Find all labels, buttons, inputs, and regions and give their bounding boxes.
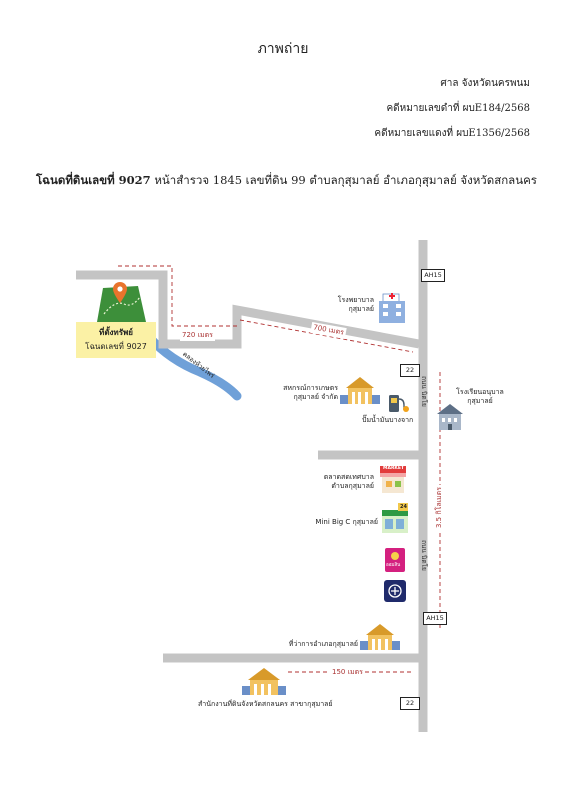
court-name: ศาล จังหวัดนครพนม xyxy=(440,78,530,89)
road-sign-22-top: 22 xyxy=(400,364,420,377)
gas-pump-icon xyxy=(389,395,409,412)
distance-label-35km: 3.5 กิโลเมตร xyxy=(434,485,445,530)
gas-station-label: ปั๊มน้ำมันบางจาก xyxy=(362,416,414,424)
hospital-label-line1: โรงพยาบาล xyxy=(337,296,374,304)
property-label-deed: โฉนดเลขที่ 9027 xyxy=(85,342,147,351)
market-icon xyxy=(380,466,406,493)
hospital-icon xyxy=(379,293,405,323)
store-icon xyxy=(382,503,408,533)
road-sign-ah15-top: AH15 xyxy=(421,269,445,282)
gsb-bank-icon xyxy=(385,548,405,572)
distance-line-720 xyxy=(118,265,240,327)
land-office-label: สำนักงานที่ดินจังหวัดสกลนคร สาขากุสุมาลย… xyxy=(198,700,333,708)
school-label: โรงเรียนอนุบาล กุสุมาลย์ xyxy=(450,388,510,406)
location-pin-icon xyxy=(113,282,127,303)
school-label-line1: โรงเรียนอนุบาล xyxy=(456,388,504,396)
school-icon xyxy=(437,404,463,430)
road-sign-ah15-middle: AH15 xyxy=(423,612,447,625)
cooperative-label-line1: สหกรณ์การเกษตร xyxy=(283,384,338,392)
deed-description: โฉนดที่ดินเลขที่ 9027 หน้าสำรวจ 1845 เลข… xyxy=(36,172,537,190)
cooperative-building-icon xyxy=(340,377,380,404)
property-label-title: ที่ตั้งทรัพย์ xyxy=(99,328,133,337)
distance-line-700 xyxy=(239,319,414,353)
cooperative-label-line2: กุสุมาลย์ จำกัด xyxy=(293,392,339,401)
roads xyxy=(76,240,428,732)
market-sign-text: MARKET xyxy=(383,466,405,471)
school-label-line2: กุสุมาลย์ xyxy=(467,396,493,405)
red-case-number: คดีหมายเลขแดงที่ ผบE1356/2568 xyxy=(374,128,530,139)
top-side-road xyxy=(76,270,420,349)
market-label-line2: ตำบลกุสุมาลย์ xyxy=(331,481,374,490)
property-label-box: ที่ตั้งทรัพย์ โฉนดเลขที่ 9027 xyxy=(76,322,156,358)
hospital-label: โรงพยาบาล กุสุมาลย์ xyxy=(318,296,374,314)
bank-sign-text: ออมสิน xyxy=(386,563,401,568)
road-name-lower: ถนน นิตโย xyxy=(420,540,428,571)
land-office-icon xyxy=(242,668,286,695)
road-sign-22-bottom: 22 xyxy=(400,697,420,710)
deed-detail: หน้าสำรวจ 1845 เลขที่ดิน 99 ตำบลกุสุมาลย… xyxy=(150,173,537,187)
market-label-line1: ตลาดสดเทศบาล xyxy=(323,473,374,481)
property-marker xyxy=(97,282,146,322)
bigc-label: Mini Big C กุสุมาลย์ xyxy=(315,518,378,526)
market-label: ตลาดสดเทศบาล ตำบลกุสุมาลย์ xyxy=(300,473,374,491)
black-case-number: คดีหมายเลขดำที่ ผบE184/2568 xyxy=(386,103,530,114)
district-office-icon xyxy=(360,624,400,650)
land-path xyxy=(103,296,141,315)
badge-icon xyxy=(384,580,406,602)
road-name-upper: ถนน นิตโย xyxy=(420,376,428,407)
page-title: ภาพถ่าย xyxy=(257,41,309,57)
store-sign-text: 24 xyxy=(400,504,407,510)
hospital-label-line2: กุสุมาลย์ xyxy=(348,304,374,313)
land-hill-icon xyxy=(97,286,146,322)
distance-label-150: 150 เมตร xyxy=(330,667,365,678)
cooperative-label: สหกรณ์การเกษตร กุสุมาลย์ จำกัด xyxy=(270,384,338,402)
deed-number: โฉนดที่ดินเลขที่ 9027 xyxy=(36,173,151,187)
canal xyxy=(145,333,242,401)
district-office-label: ที่ว่าการอำเภอกุสุมาลย์ xyxy=(288,640,358,648)
distance-label-720: 720 เมตร xyxy=(180,330,215,341)
